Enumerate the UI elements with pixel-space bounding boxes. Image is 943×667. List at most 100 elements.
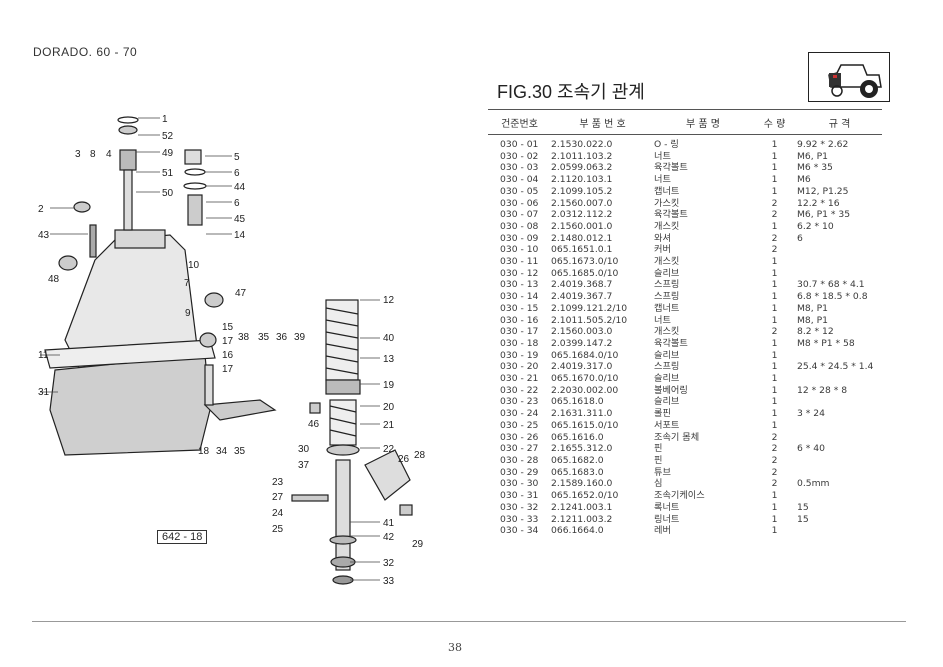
cell-part-number: 2.1631.311.0 <box>551 408 613 420</box>
cell-part-number: 2.0399.147.2 <box>551 337 613 349</box>
cell-spec: 15 <box>797 501 809 513</box>
cell-part-name: 레버 <box>654 525 671 537</box>
cell-part-name: 튜브 <box>654 466 671 478</box>
cell-part-number: 2.1120.103.1 <box>551 174 613 186</box>
cell-spec: M8 * P1 * 58 <box>797 337 855 349</box>
cell-quantity: 1 <box>771 279 778 291</box>
cell-ref-no: 030 - 19 <box>500 349 539 361</box>
cell-part-name: 육각볼트 <box>654 209 688 221</box>
svg-text:45: 45 <box>234 214 246 225</box>
cell-spec <box>797 396 882 408</box>
cell-quantity: 1 <box>771 361 778 373</box>
cell-spec: 25.4 * 24.5 * 1.4 <box>797 361 874 373</box>
svg-text:25: 25 <box>272 524 284 535</box>
svg-text:36: 36 <box>276 332 288 343</box>
cell-ref-no: 030 - 12 <box>500 267 539 279</box>
svg-text:35: 35 <box>258 332 270 343</box>
cell-ref-no: 030 - 14 <box>500 291 539 303</box>
cell-quantity: 1 <box>771 349 778 361</box>
cell-quantity: 2 <box>771 443 778 455</box>
svg-text:37: 37 <box>298 460 310 471</box>
svg-text:13: 13 <box>383 354 395 365</box>
table-header-row: 건준번호 부 품 번 호 부 품 명 수 량 규 격 <box>488 109 882 135</box>
cell-part-name: 볼베어링 <box>654 384 688 396</box>
cell-ref-no: 030 - 23 <box>500 396 539 408</box>
cell-part-number: 2.1480.012.1 <box>551 232 613 244</box>
cell-ref-no: 030 - 27 <box>500 443 539 455</box>
cell-spec <box>797 244 882 256</box>
cell-spec: M6, P1 <box>797 150 828 162</box>
cell-ref-no: 030 - 26 <box>500 431 539 443</box>
cell-part-name: 캡너트 <box>654 185 680 197</box>
cell-ref-no: 030 - 05 <box>500 185 539 197</box>
cell-spec <box>797 373 882 385</box>
cell-part-name: 개스킷 <box>654 220 680 232</box>
svg-text:9: 9 <box>185 308 191 319</box>
cell-part-number: 2.1560.001.0 <box>551 220 613 232</box>
cell-quantity: 1 <box>771 501 778 513</box>
svg-text:47: 47 <box>235 288 247 299</box>
cell-quantity: 1 <box>771 314 778 326</box>
cell-quantity: 1 <box>771 419 778 431</box>
svg-text:32: 32 <box>383 558 395 569</box>
cell-quantity: 1 <box>771 139 778 150</box>
cell-part-number: 065.1684.0/10 <box>551 349 619 361</box>
cell-ref-no: 030 - 21 <box>500 373 539 385</box>
cell-part-number: 2.1011.103.2 <box>551 150 613 162</box>
cell-part-name: 링너트 <box>654 513 680 525</box>
svg-text:8: 8 <box>90 149 96 160</box>
cell-part-number: 2.0312.112.2 <box>551 209 613 221</box>
cell-spec: 6.8 * 18.5 * 0.8 <box>797 291 868 303</box>
svg-text:2: 2 <box>38 204 44 215</box>
svg-text:44: 44 <box>234 182 246 193</box>
cell-ref-no: 030 - 32 <box>500 501 539 513</box>
svg-text:34: 34 <box>216 446 228 457</box>
svg-text:17: 17 <box>222 364 234 375</box>
cell-spec <box>797 432 882 444</box>
svg-text:30: 30 <box>298 444 310 455</box>
cell-quantity: 1 <box>771 256 778 268</box>
cell-part-number: 2.1655.312.0 <box>551 443 613 455</box>
cell-part-name: 슬리브 <box>654 267 680 279</box>
cell-quantity: 2 <box>771 232 778 244</box>
svg-text:16: 16 <box>222 350 234 361</box>
cell-part-number: 065.1615.0/10 <box>551 419 619 431</box>
cell-part-name: 개스킷 <box>654 326 680 338</box>
cell-part-name: 캡너트 <box>654 302 680 314</box>
cell-ref-no: 030 - 11 <box>500 256 539 268</box>
svg-text:49: 49 <box>162 148 174 159</box>
svg-text:15: 15 <box>222 322 234 333</box>
svg-text:4: 4 <box>106 149 112 160</box>
cell-ref-no: 030 - 02 <box>500 150 539 162</box>
svg-text:38: 38 <box>238 332 250 343</box>
cell-part-name: 슬리브 <box>654 396 680 408</box>
cell-spec: M8, P1 <box>797 302 828 314</box>
cell-spec: M6 * 35 <box>797 162 833 174</box>
cell-part-number: 065.1685.0/10 <box>551 267 619 279</box>
cell-part-number: 2.1011.505.2/10 <box>551 314 628 326</box>
cell-ref-no: 030 - 28 <box>500 454 539 466</box>
cell-quantity: 1 <box>771 162 778 174</box>
cell-quantity: 2 <box>771 197 778 209</box>
cell-part-name: 심 <box>654 478 663 490</box>
cell-part-number: 2.1099.105.2 <box>551 185 613 197</box>
svg-text:46: 46 <box>308 419 320 430</box>
cell-part-number: 065.1683.0 <box>551 466 604 478</box>
cell-quantity: 1 <box>771 513 778 525</box>
svg-text:23: 23 <box>272 477 284 488</box>
cell-ref-no: 030 - 01 <box>500 139 539 150</box>
cell-spec: 3 * 24 <box>797 408 825 420</box>
cell-part-number: 2.1099.121.2/10 <box>551 302 628 314</box>
col-header-quantity: 수 량 <box>752 109 797 135</box>
